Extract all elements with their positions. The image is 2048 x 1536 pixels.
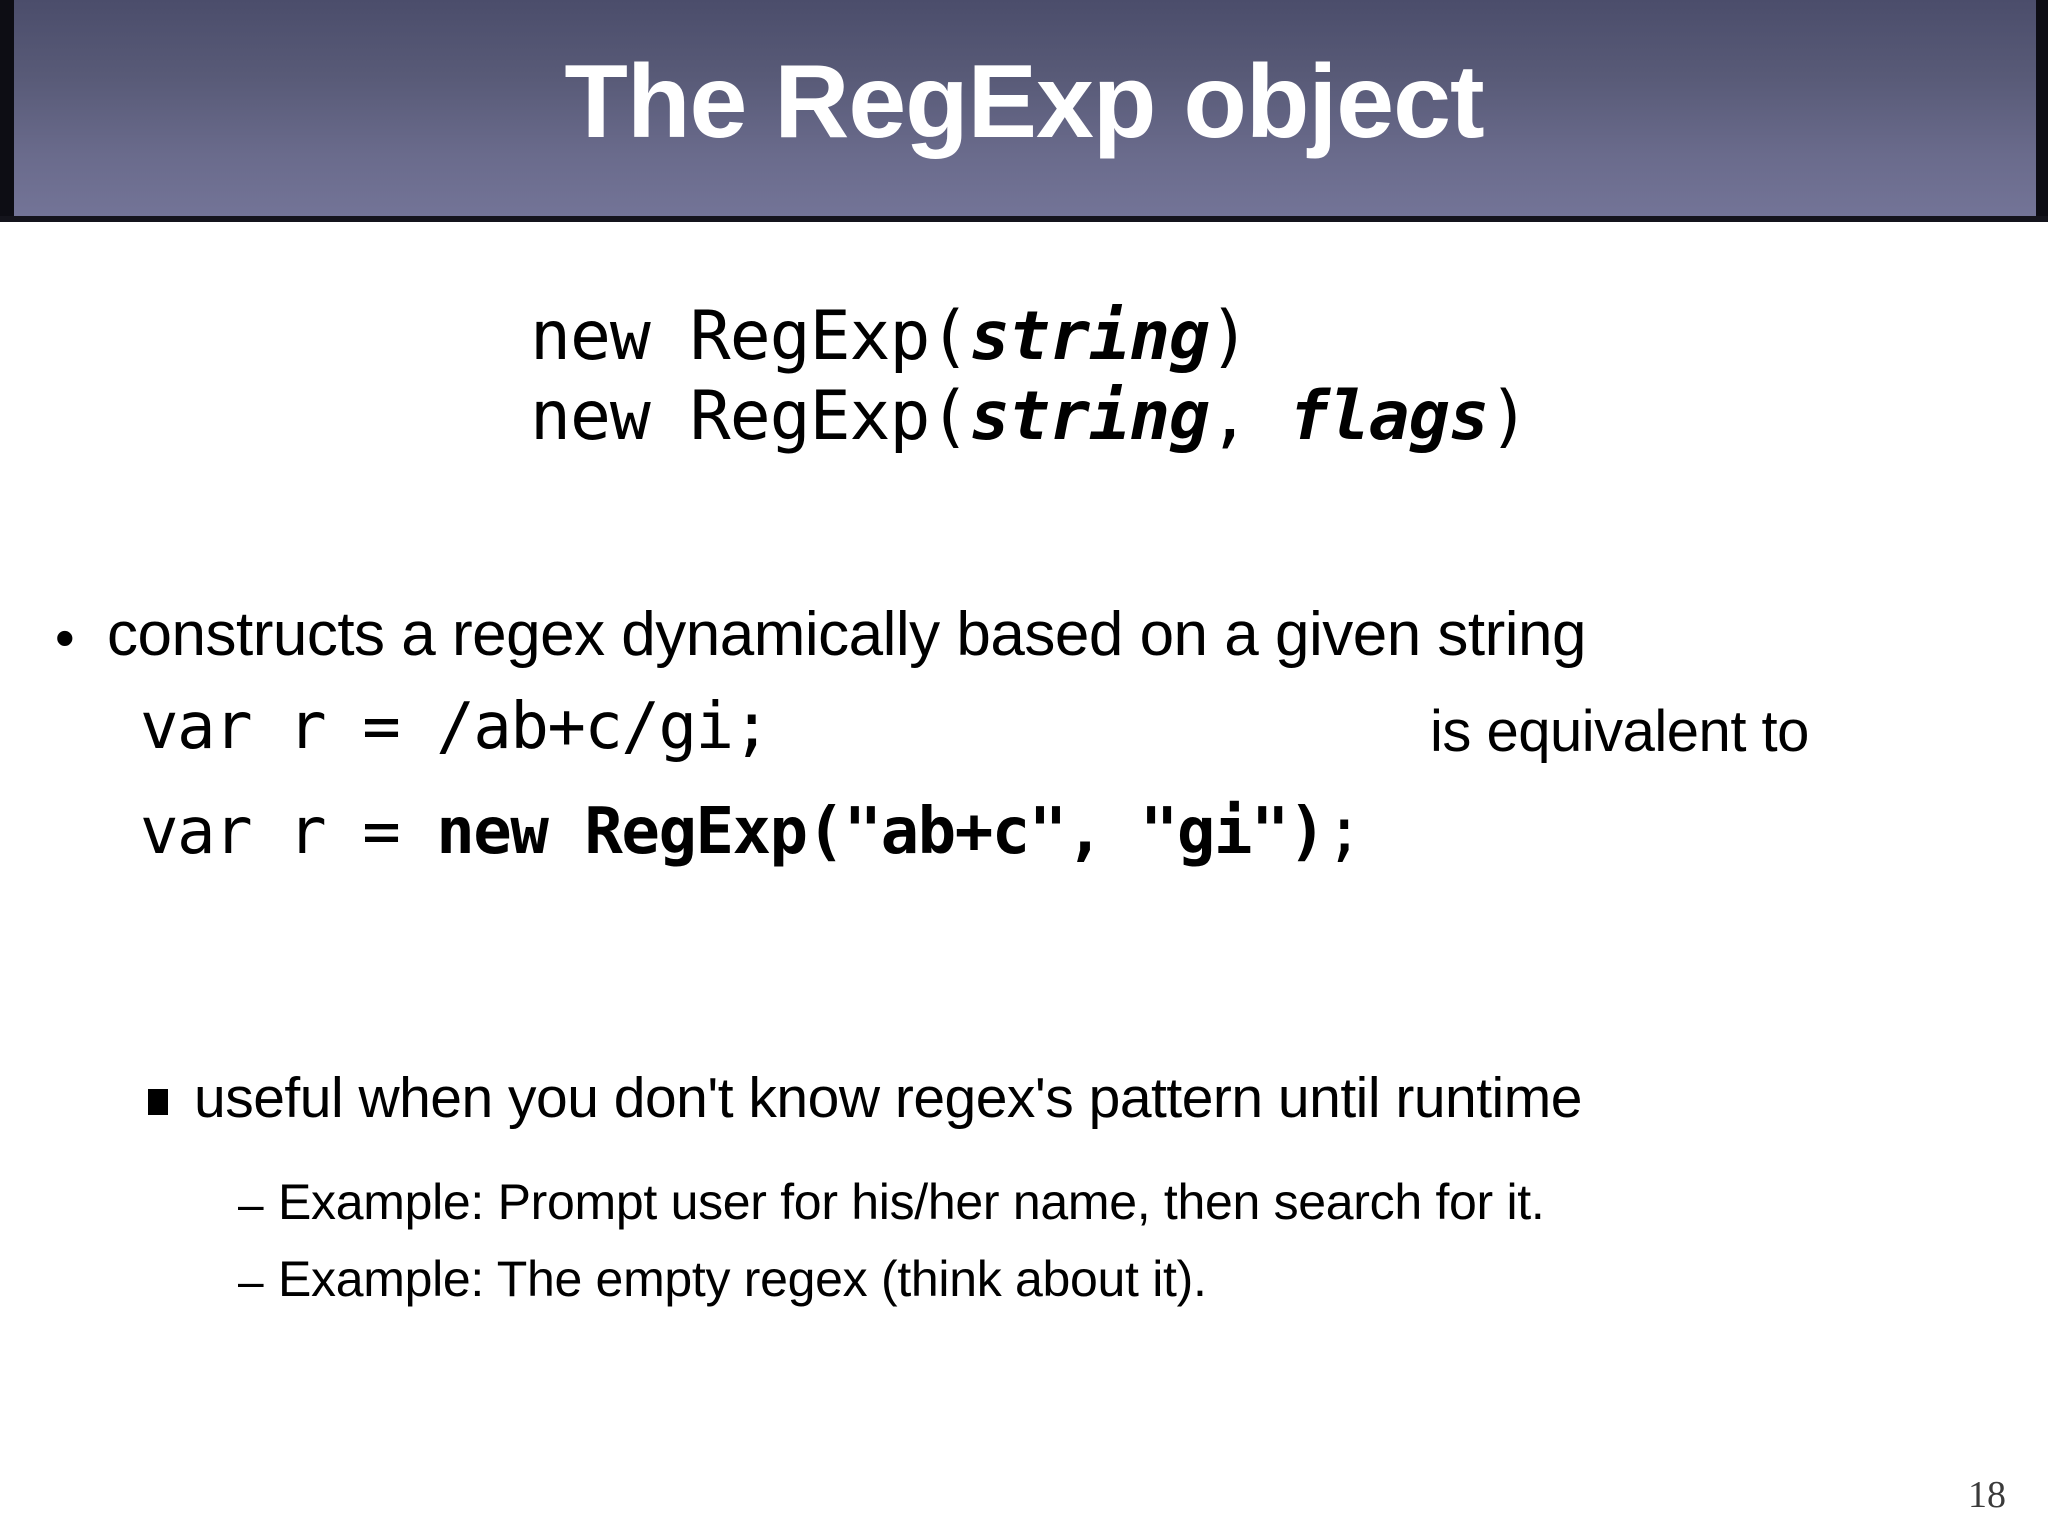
bullet-level3-first-label: Example: Prompt user for his/her name, t… xyxy=(278,1174,1545,1230)
code-constructor-prefix: var r = xyxy=(140,795,437,869)
code-constructor-semicolon: ; xyxy=(1325,795,1364,869)
slide-title: The RegExp object xyxy=(564,44,1484,160)
signature-1-param-string: string xyxy=(969,297,1210,376)
bullet-level2-label: useful when you don't know regex's patte… xyxy=(194,1066,1582,1130)
bullet-level2: useful when you don't know regex's patte… xyxy=(148,1067,2048,1130)
constructor-signatures: new RegExp(string) new RegExp(string, fl… xyxy=(530,297,1830,457)
signature-2-param-string: string xyxy=(969,377,1210,457)
bullet-dash-icon: – xyxy=(238,1255,264,1307)
bullet-dot-icon: • xyxy=(55,606,75,669)
bullet-dash-icon: – xyxy=(238,1178,264,1230)
signature-1-prefix: new RegExp( xyxy=(530,297,970,376)
slide-page-number: 18 xyxy=(1968,1474,2006,1516)
signature-2-suffix: ) xyxy=(1488,377,1530,457)
code-constructor-call: new RegExp("ab+c", "gi") xyxy=(436,795,1326,869)
bullet-level3-second: – Example: The empty regex (think about … xyxy=(238,1252,2038,1307)
slide-header-band: The RegExp object xyxy=(0,0,2048,222)
slide-body: new RegExp(string) new RegExp(string, fl… xyxy=(0,222,2048,1536)
bullet-level3-second-label: Example: The empty regex (think about it… xyxy=(278,1251,1207,1307)
signature-2-prefix: new RegExp( xyxy=(530,377,970,457)
signature-2-param-flags: flags xyxy=(1288,377,1490,457)
code-row-constructor: var r = new RegExp("ab+c", "gi"); xyxy=(140,797,2040,867)
bullet-square-icon xyxy=(148,1067,194,1120)
code-regexp-constructor: var r = new RegExp("ab+c", "gi"); xyxy=(140,795,1364,869)
code-row-literal: var r = /ab+c/gi; is equivalent to xyxy=(140,690,2040,764)
signature-1-suffix: ) xyxy=(1208,297,1250,376)
bullet-level1: • constructs a regex dynamically based o… xyxy=(55,600,2015,669)
bullet-level1-label: constructs a regex dynamically based on … xyxy=(107,600,1587,669)
signature-line-1: new RegExp(string) xyxy=(530,297,1830,377)
bullet-level3-first: – Example: Prompt user for his/her name,… xyxy=(238,1175,2038,1230)
signature-2-separator: , xyxy=(1208,377,1289,457)
signature-line-2: new RegExp(string, flags) xyxy=(530,377,1830,457)
equivalence-note: is equivalent to xyxy=(1430,699,1809,764)
code-regex-literal: var r = /ab+c/gi; xyxy=(140,690,771,764)
